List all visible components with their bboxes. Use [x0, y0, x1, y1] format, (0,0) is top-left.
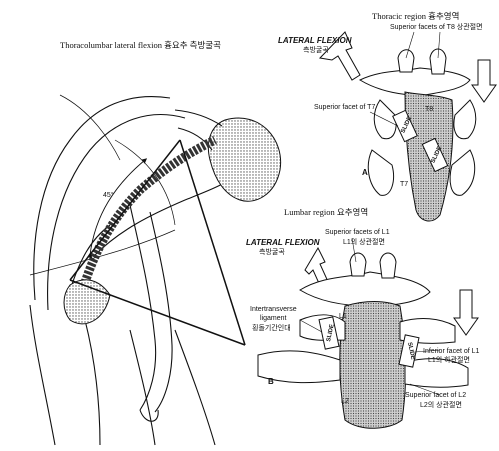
panel-a-lateral-flexion-ko: 측방굴곡	[303, 47, 329, 54]
panel-b-l1-label: L1	[339, 313, 347, 320]
panel-b-intertransverse: Intertransverse	[250, 306, 297, 313]
panel-a-lateral-flexion: LATERAL FLEXION	[278, 37, 351, 45]
panel-b-l2-label: L2	[341, 398, 349, 405]
panel-b-lateral-flexion: LATERAL FLEXION	[246, 239, 319, 247]
panel-a-superior-facet-t7: Superior facet of T7	[314, 104, 375, 111]
panel-b-inferior-facet-l1-ko: L1의 하관절면	[428, 357, 470, 364]
panel-a-letter: A	[362, 169, 368, 177]
panel-a-t8-label: T8	[425, 106, 433, 113]
panel-b-ligament-ko: 횡돌기간인대	[252, 325, 291, 332]
panel-a-t7-label: T7	[400, 181, 408, 188]
angle-label: 45°	[103, 192, 114, 199]
panel-b-superior-facets-l1-ko: L1의 상관절면	[343, 239, 385, 246]
panel-b-title: Lumbar region 요추영역	[284, 208, 368, 217]
panel-b-letter: B	[268, 378, 274, 386]
human-figure	[30, 95, 281, 445]
panel-b-ligament: ligament	[260, 315, 286, 322]
panel-a-superior-facets-t8: Superior facets of T8 상관절면	[390, 24, 483, 31]
panel-b-superior-facet-l2: Superior facet of L2	[405, 392, 466, 399]
panel-b-drawing	[258, 238, 478, 428]
panel-b-superior-facet-l2-ko: L2의 상관절면	[420, 402, 462, 409]
panel-b-inferior-facet-l1: Inferior facet of L1	[423, 348, 479, 355]
panel-b-superior-facets-l1: Superior facets of L1	[325, 229, 390, 236]
panel-b-lateral-flexion-ko: 측방굴곡	[259, 249, 285, 256]
left-figure-title: Thoracolumbar lateral flexion 흉요추 측방굴곡	[60, 41, 221, 50]
panel-a-title: Thoracic region 흉추영역	[372, 12, 459, 21]
